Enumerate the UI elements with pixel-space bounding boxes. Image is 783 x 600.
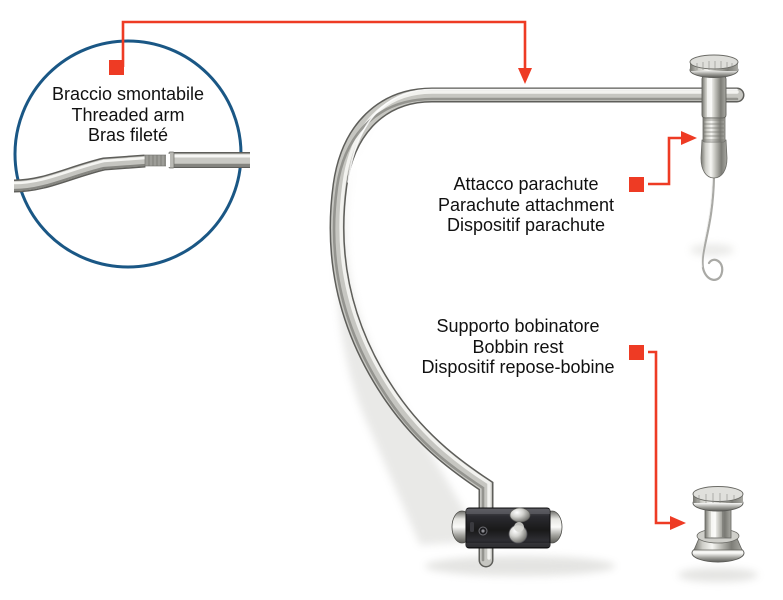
callout-bobbin-rest-it: Supporto bobinatore — [436, 316, 600, 336]
leader-bobbin-rest — [629, 345, 686, 530]
callout-parachute-attachment-fr: Dispositif parachute — [446, 215, 606, 236]
callout-bobbin-rest: Supporto bobinatore Bobbin rest Disposit… — [410, 316, 626, 378]
callout-bobbin-rest-en: Bobbin rest — [472, 336, 564, 357]
table-clamp — [451, 507, 563, 549]
callout-threaded-arm: Braccio smontabile Threaded arm Bras fil… — [24, 84, 232, 146]
callout-bobbin-rest-fr: Dispositif repose-bobine — [421, 357, 615, 378]
callout-parachute-attachment-en: Parachute attachment — [437, 194, 615, 215]
main-arm — [329, 87, 745, 568]
shadow-group — [337, 96, 758, 582]
leader-threaded-arm — [109, 20, 532, 84]
callout-parachute-attachment-it: Attacco parachute — [453, 174, 599, 194]
callout-threaded-arm-fr: Bras fileté — [87, 125, 169, 146]
parachute-attachment-part — [689, 54, 739, 281]
threaded-arm-detail-circle — [13, 39, 250, 269]
callout-threaded-arm-it: Braccio smontabile — [51, 84, 205, 104]
callout-parachute-attachment: Attacco parachute Parachute attachment D… — [426, 174, 626, 236]
leader-parachute-attachment — [629, 131, 697, 192]
callout-threaded-arm-en: Threaded arm — [71, 104, 185, 125]
bobbin-rest-part — [691, 486, 745, 563]
